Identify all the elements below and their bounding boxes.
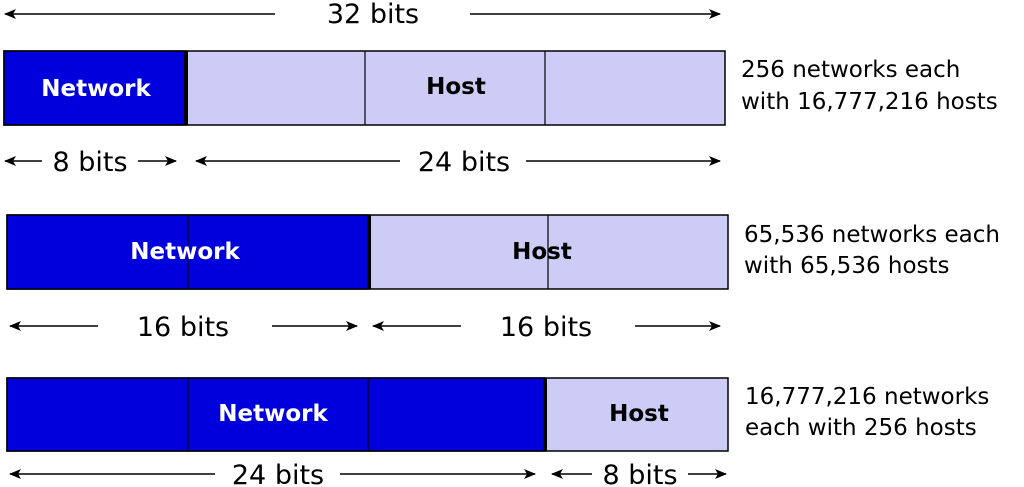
class-row-2: Network Host 16 bits 16 bits 65,536 netw… xyxy=(6,214,1007,343)
row-3-description: 16,777,216 networks each with 256 hosts xyxy=(745,384,997,441)
total-width-indicator: 32 bits xyxy=(4,0,721,30)
row-3-host-bits-label: 8 bits xyxy=(602,460,677,487)
row-2-description-line-1: 65,536 networks each xyxy=(744,222,1000,248)
row-2-host-label: Host xyxy=(512,239,572,265)
row-2-description-line-2: with 65,536 hosts xyxy=(744,253,950,279)
row-2-description: 65,536 networks each with 65,536 hosts xyxy=(744,222,1007,279)
row-2-host-bits-label: 16 bits xyxy=(500,312,592,343)
class-row-1: Network Host 8 bits 24 bits 256 networks… xyxy=(3,50,998,178)
row-1-network-segment xyxy=(3,50,187,126)
row-3-description-line-1: 16,777,216 networks xyxy=(745,384,989,410)
row-1-description-line-2: with 16,777,216 hosts xyxy=(741,89,998,115)
row-1-description: 256 networks each with 16,777,216 hosts xyxy=(741,57,998,115)
row-1-host-bits-label: 24 bits xyxy=(418,147,510,178)
row-3-network-bits-label: 24 bits xyxy=(232,460,324,487)
row-2-network-bits-label: 16 bits xyxy=(137,312,229,343)
row-1-network-label: Network xyxy=(41,76,151,102)
row-1-network-bits-label: 8 bits xyxy=(52,147,127,178)
row-3-host-label: Host xyxy=(609,401,669,427)
row-2-network-label: Network xyxy=(130,239,240,265)
row-3-description-line-2: each with 256 hosts xyxy=(745,415,977,441)
class-row-3: Network Host 24 bits 8 bits 16,777,216 n… xyxy=(6,377,997,487)
total-bits-label: 32 bits xyxy=(327,0,419,30)
row-1-host-label: Host xyxy=(426,74,486,100)
row-1-description-line-1: 256 networks each xyxy=(741,57,960,83)
row-3-network-label: Network xyxy=(218,401,328,427)
row-3-network-segment xyxy=(6,377,546,452)
